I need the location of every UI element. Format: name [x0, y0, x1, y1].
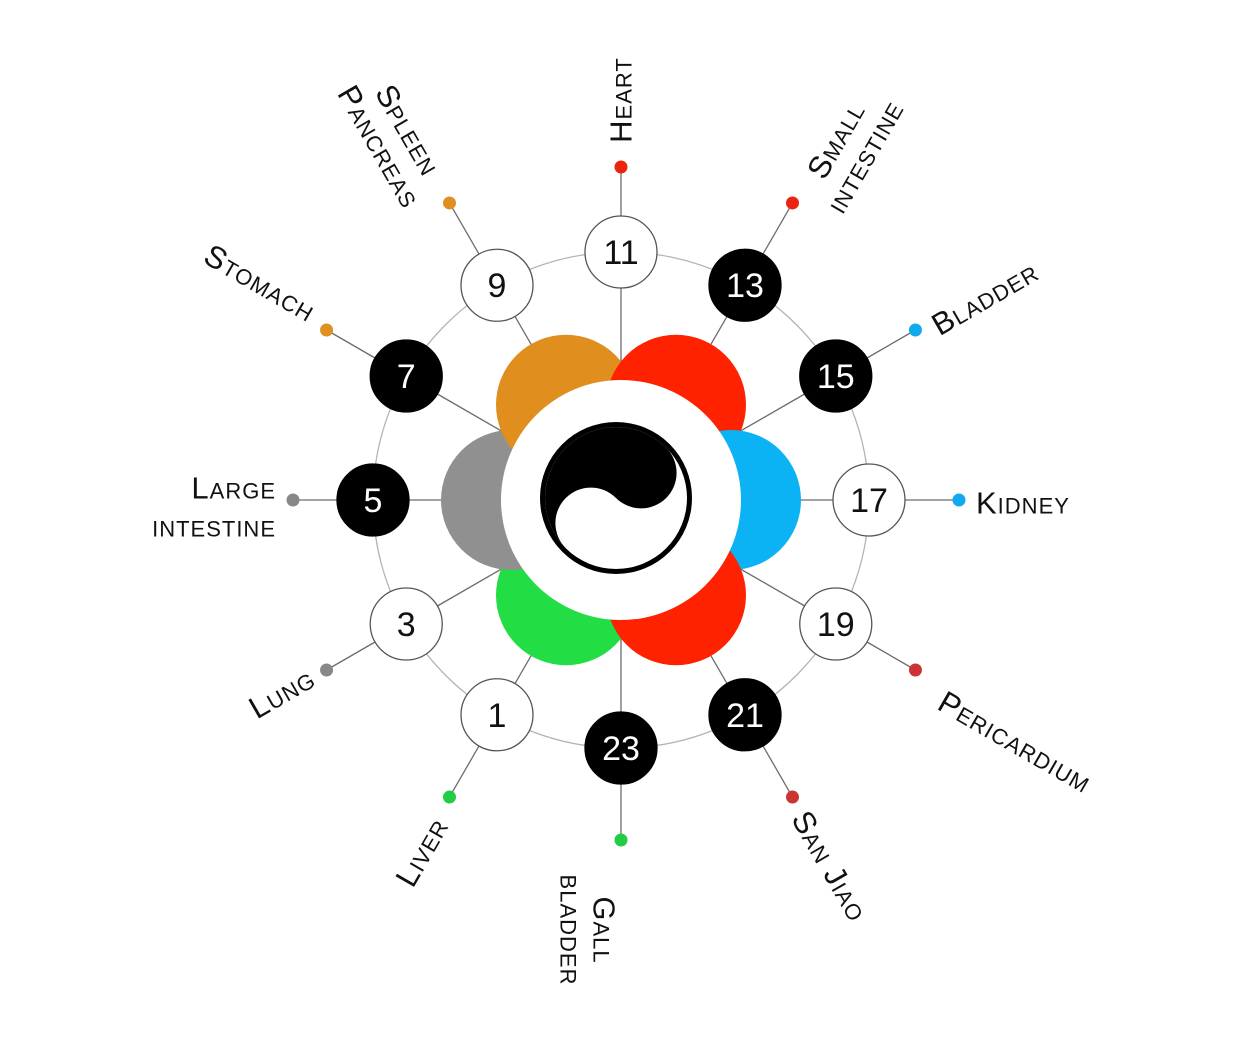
- organ-dot: [443, 196, 456, 210]
- organ-label-line: Heart: [604, 57, 639, 143]
- organ-dot: [786, 790, 799, 804]
- organ-label-line: bladder: [554, 875, 589, 986]
- organ-label-line: Bladder: [926, 254, 1045, 343]
- node-number: 3: [397, 606, 416, 644]
- leader-line: [448, 202, 480, 255]
- leader-line: [866, 641, 916, 671]
- node-15: [799, 339, 873, 413]
- leader-line: [762, 202, 794, 255]
- organ-label-line: Gall: [587, 896, 622, 963]
- node-number: 7: [397, 358, 416, 396]
- leader-line: [866, 329, 916, 359]
- node-1: [460, 678, 534, 752]
- node-number: 15: [817, 358, 855, 396]
- organ-label-heart: Heart: [604, 57, 639, 143]
- node-5: [336, 463, 410, 537]
- node-number: 23: [602, 730, 640, 768]
- organ-label-pericardium: Pericardium: [932, 684, 1098, 800]
- organ-label-line: intestine: [152, 509, 276, 544]
- node-number: 9: [488, 267, 507, 305]
- organ-label-bladder: Bladder: [926, 254, 1045, 343]
- organ-dot: [908, 323, 922, 337]
- node-number: 1: [488, 697, 507, 735]
- node-11: [584, 215, 658, 289]
- organ-label-stomach: Stomach: [198, 237, 322, 329]
- node-number: 19: [817, 606, 855, 644]
- organ-dot: [320, 323, 334, 337]
- leader-line: [762, 745, 794, 798]
- node-21: [708, 678, 782, 752]
- node-17: [832, 463, 906, 537]
- node-3: [369, 587, 443, 661]
- organ-dot: [952, 493, 966, 507]
- organ-label-line: Large: [191, 471, 276, 506]
- organ-label-line: Kidney: [976, 486, 1070, 521]
- leader-line: [326, 641, 376, 671]
- leader-line: [448, 745, 480, 798]
- organ-dot: [614, 160, 628, 174]
- node-9: [460, 248, 534, 322]
- organ-dot: [286, 493, 300, 507]
- node-number: 11: [603, 234, 638, 272]
- leader-line: [326, 329, 376, 359]
- organ-dot: [443, 790, 456, 804]
- node-number: 17: [850, 482, 888, 520]
- organ-label-line: San Jiao: [785, 805, 876, 928]
- node-13: [708, 248, 782, 322]
- organ-label-line: Stomach: [198, 237, 322, 329]
- yin-yang-icon: [540, 422, 692, 574]
- node-number: 21: [726, 697, 764, 735]
- node-19: [799, 587, 873, 661]
- organ-label-san-jiao: San Jiao: [785, 805, 876, 928]
- organ-label-line: Liver: [388, 811, 455, 892]
- organ-label-kidney: Kidney: [976, 486, 1070, 521]
- organ-label-line: Lung: [243, 660, 321, 725]
- organ-label-lung: Lung: [243, 660, 321, 725]
- node-23: [584, 711, 658, 785]
- organ-label-liver: Liver: [388, 811, 455, 892]
- organ-label-line: Pericardium: [932, 684, 1098, 800]
- node-number: 5: [364, 482, 383, 520]
- organ-dot: [320, 663, 334, 677]
- node-number: 13: [726, 267, 764, 305]
- organ-dot: [614, 833, 628, 847]
- node-7: [369, 339, 443, 413]
- organ-dot: [786, 196, 799, 210]
- organ-dot: [908, 663, 922, 677]
